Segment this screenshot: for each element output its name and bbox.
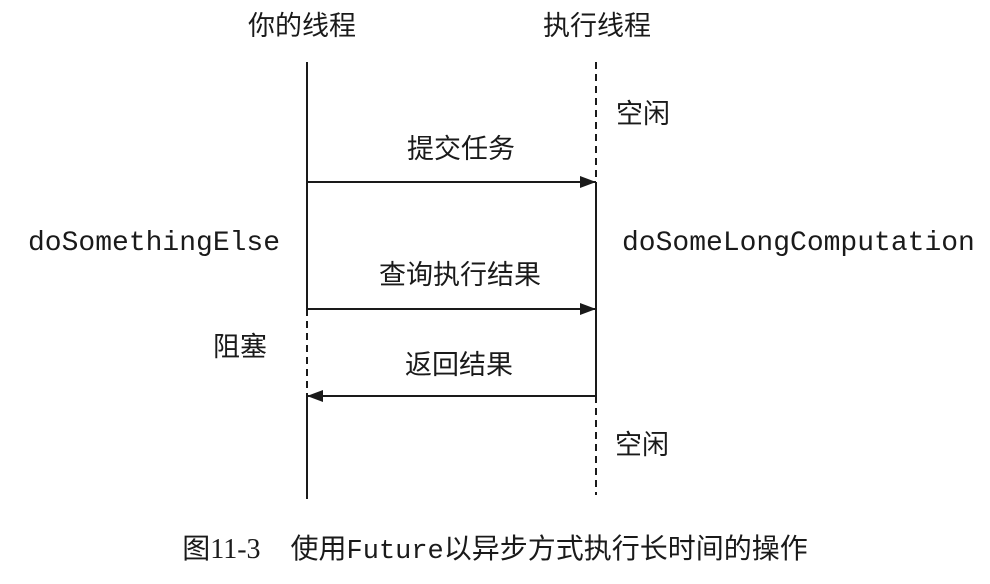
state-label-idle-top: 空闲: [616, 99, 670, 129]
message-label-submit-task: 提交任务: [407, 134, 515, 164]
arrow-shaft: [307, 308, 596, 310]
right-lifeline-title: 执行线程: [543, 11, 651, 41]
message-arrow-return-result: [307, 390, 596, 402]
arrowhead-right-icon: [580, 176, 596, 188]
state-label-idle-bottom: 空闲: [615, 430, 669, 460]
left-lifeline-title: 你的线程: [248, 11, 356, 41]
state-label-blocked: 阻塞: [213, 332, 267, 362]
arrow-shaft: [307, 181, 596, 183]
arrowhead-right-icon: [580, 303, 596, 315]
arrow-shaft: [307, 395, 596, 397]
figure-caption: 图11-3 使用Future以异步方式执行长时间的操作: [182, 527, 808, 567]
message-arrow-query-result: [307, 303, 596, 315]
message-label-query-result: 查询执行结果: [379, 260, 541, 290]
right-lifeline-dashed-top: [595, 62, 597, 183]
arrowhead-left-icon: [307, 390, 323, 402]
caption-code-future: Future: [346, 537, 444, 567]
caption-text-prefix: 使用: [290, 534, 347, 565]
caption-text-suffix: 以异步方式执行长时间的操作: [443, 534, 808, 565]
state-label-do-something-else: doSomethingElse: [28, 228, 281, 259]
left-lifeline-solid-bottom: [306, 396, 308, 499]
right-lifeline-dashed-bottom: [595, 396, 597, 495]
right-lifeline-solid: [595, 183, 597, 396]
state-label-do-some-long-computation: doSomeLongComputation: [622, 228, 975, 259]
message-arrow-submit-task: [307, 176, 596, 188]
message-label-return-result: 返回结果: [405, 350, 513, 380]
figure-number: 图11-3: [182, 534, 261, 565]
left-lifeline-dashed-blocked: [306, 309, 308, 396]
left-lifeline-solid-top: [306, 62, 308, 309]
